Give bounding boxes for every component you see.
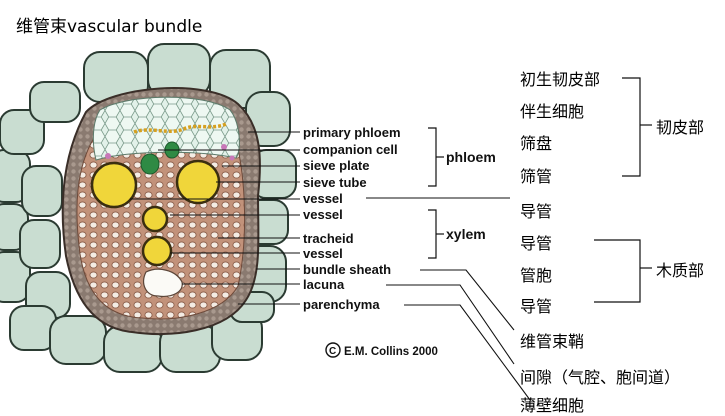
zh-parenchyma: 薄壁细胞: [520, 396, 585, 415]
label-phloem: phloem: [446, 149, 496, 165]
zh-bundle-sheath: 维管束鞘: [520, 332, 585, 351]
label-vessel-1: vessel: [303, 191, 343, 206]
zh-sieve-tube: 筛管: [520, 167, 553, 186]
label-sieve-plate: sieve plate: [303, 158, 370, 173]
label-xylem: xylem: [446, 226, 486, 242]
phloem-pink-cells: [105, 144, 235, 161]
vessels: [90, 159, 221, 267]
bracket-zh-xylem: [594, 239, 652, 303]
zh-primary-phloem: 初生韧皮部: [520, 70, 601, 89]
bracket-xylem: [428, 209, 444, 259]
leader-lines-zh: [366, 197, 531, 400]
zh-vessel-3: 导管: [520, 297, 553, 316]
zh-vessel-1: 导管: [520, 202, 553, 221]
zh-vessel-2: 导管: [520, 234, 553, 253]
label-bundle-sheath: bundle sheath: [303, 262, 391, 277]
label-parenchyma: parenchyma: [303, 297, 380, 312]
bracket-phloem: [428, 127, 444, 187]
lacuna-space: [143, 268, 183, 297]
zh-tracheid: 管胞: [520, 266, 553, 285]
page-title: 维管束vascular bundle: [16, 17, 203, 37]
sieve-plate-band: [133, 122, 227, 134]
leader-lines-en: [130, 131, 300, 305]
label-companion-cell: companion cell: [303, 142, 398, 157]
zh-xylem: 木质部: [656, 261, 705, 280]
vascular-bundle-diagram: primary phloem companion cell sieve plat…: [0, 43, 652, 400]
label-sieve-tube: sieve tube: [303, 175, 367, 190]
zh-companion-cell: 伴生细胞: [520, 102, 585, 121]
phloem-tissue: [92, 96, 240, 161]
copyright-text: E.M. Collins 2000: [344, 346, 438, 358]
bracket-zh-phloem: [622, 77, 652, 177]
label-vessel-3: vessel: [303, 246, 343, 261]
label-lacuna: lacuna: [303, 277, 345, 292]
copyright-icon: C: [325, 342, 341, 358]
parenchyma-cells: [0, 43, 297, 373]
svg-text:C: C: [329, 346, 336, 357]
label-vessel-2: vessel: [303, 207, 343, 222]
label-primary-phloem: primary phloem: [303, 125, 401, 140]
zh-sieve-plate: 筛盘: [520, 134, 553, 153]
label-tracheid: tracheid: [303, 231, 354, 246]
zh-lacuna: 间隙（气腔、胞间道）: [520, 368, 681, 387]
zh-phloem: 韧皮部: [656, 118, 705, 137]
